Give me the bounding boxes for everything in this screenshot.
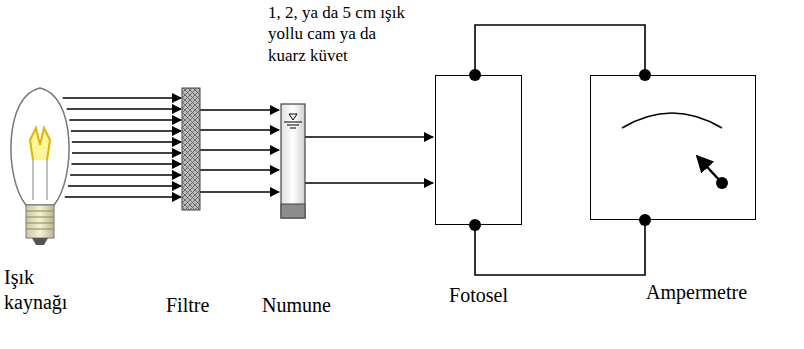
part-label: Ampermetre xyxy=(646,281,804,304)
ammeter-dial xyxy=(622,113,728,189)
part-label: Numune xyxy=(262,293,342,318)
light-ray xyxy=(200,149,279,151)
light-ray xyxy=(69,119,181,121)
ammeter-box: Ampermetre xyxy=(590,75,756,220)
light-ray xyxy=(305,136,433,138)
part-label: Işık kaynağı xyxy=(4,265,94,315)
light-ray xyxy=(72,152,181,154)
light-beams xyxy=(63,98,433,197)
photocell-box: Fotosel xyxy=(435,75,522,225)
light-ray xyxy=(68,185,181,187)
cuvette xyxy=(281,104,305,218)
wire xyxy=(475,220,645,275)
wire xyxy=(475,25,645,75)
light-ray xyxy=(67,108,181,110)
light-ray xyxy=(72,141,181,143)
light-ray xyxy=(65,196,181,198)
filter xyxy=(182,88,200,210)
light-ray xyxy=(71,130,181,132)
light-ray xyxy=(200,129,279,131)
terminal-dot xyxy=(639,214,651,226)
light-ray xyxy=(63,97,181,99)
light-ray xyxy=(200,109,279,111)
light-ray xyxy=(200,169,279,171)
cuvette-note: 1, 2, ya da 5 cm ışık yollu cam ya da ku… xyxy=(268,2,408,66)
terminal-dot xyxy=(469,219,481,231)
part-label: Filtre xyxy=(166,293,236,318)
light-ray xyxy=(305,182,433,184)
light-bulb xyxy=(11,88,69,245)
part-label: Fotosel xyxy=(436,284,521,307)
light-ray xyxy=(71,163,181,165)
light-ray xyxy=(200,191,279,193)
light-ray xyxy=(70,174,181,176)
